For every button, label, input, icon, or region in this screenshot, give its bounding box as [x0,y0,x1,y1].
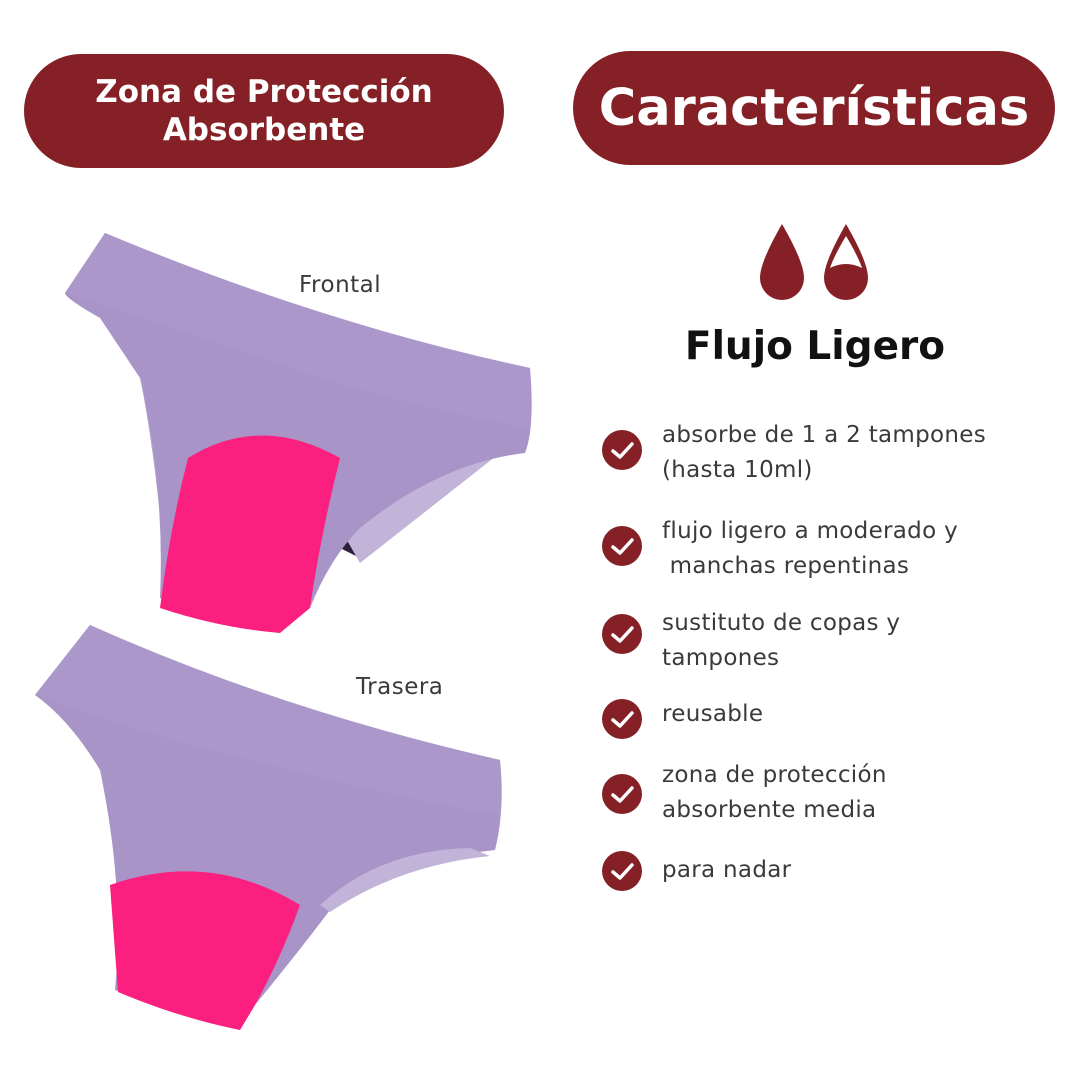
features-header: Características [573,51,1055,165]
feature-item-absorption: absorbe de 1 a 2 tampones(hasta 10ml) [602,418,1042,498]
flow-title: Flujo Ligero [684,324,946,369]
absorbent-zone-header-line1: Zona de Protección [95,74,433,110]
check-circle-icon [602,699,642,739]
feature-item-reusable: reusable [602,697,1042,777]
absorbent-zone-header: Zona de Protección Absorbente [24,54,504,168]
blood-drop-full-icon [760,224,804,300]
feature-text: absorbe de 1 a 2 tampones(hasta 10ml) [662,422,987,483]
feature-item-swimming: para nadar [602,851,1042,933]
blood-drop-partial-icon [824,224,868,300]
feature-text: para nadar [662,857,792,883]
feature-text: flujo ligero a moderado y manchas repent… [662,518,958,579]
garment-front-view [60,228,540,662]
garment-back-view [30,620,510,1044]
check-circle-icon [602,614,642,654]
flow-level-indicator [754,222,874,308]
feature-item-flow: flujo ligero a moderado y manchas repent… [602,514,1042,594]
check-circle-icon [602,851,642,891]
absorbent-zone-header-line2: Absorbente [162,112,366,148]
check-circle-icon [602,526,642,566]
features-header-title: Características [598,78,1030,138]
check-circle-icon [602,774,642,814]
front-view-label: Frontal [299,272,382,298]
check-circle-icon [602,430,642,470]
feature-text: reusable [662,701,764,727]
back-view-label: Trasera [356,674,444,700]
